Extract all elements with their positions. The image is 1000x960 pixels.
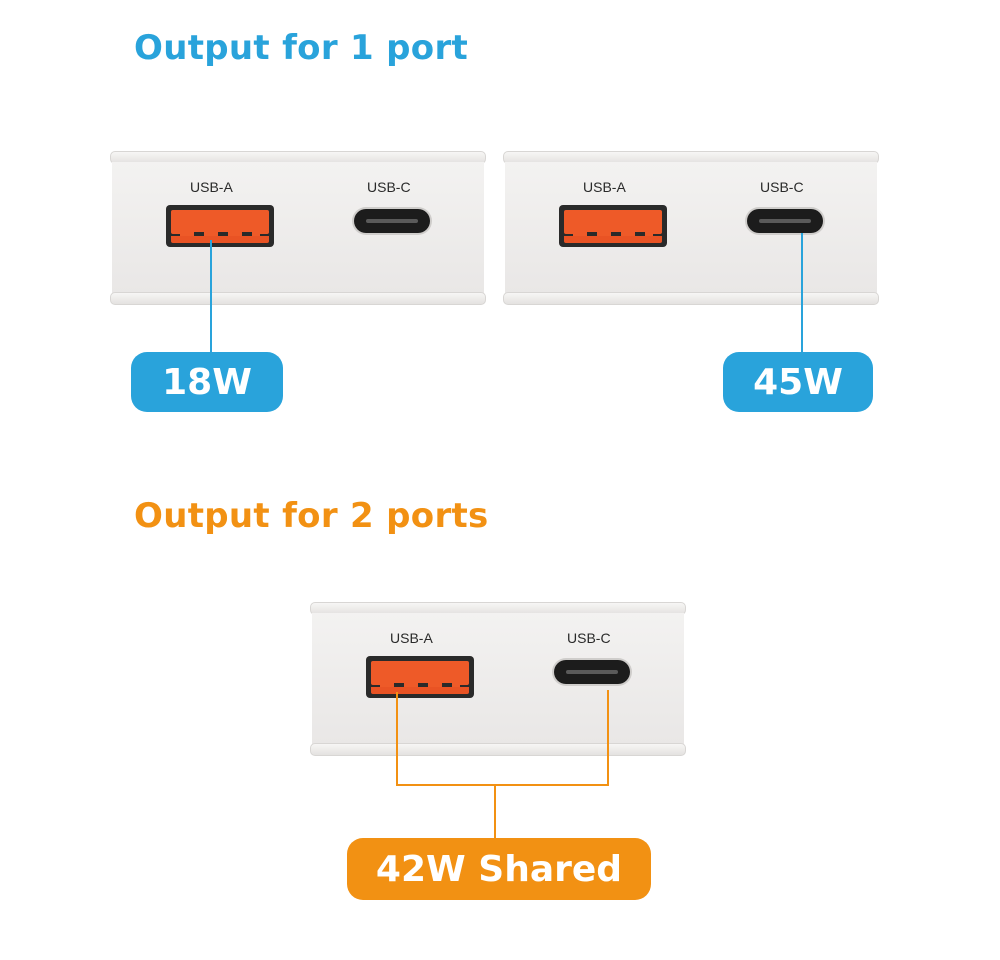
usb-c-port-icon — [554, 660, 630, 684]
connector-line-usb-c-drop — [607, 690, 609, 786]
charger-dual-port: USB-A USB-C — [310, 602, 686, 756]
usb-c-port-icon — [354, 209, 430, 233]
usb-a-label: USB-A — [390, 630, 433, 646]
usb-c-label: USB-C — [760, 179, 804, 195]
power-badge-42w-shared: 42W Shared — [347, 838, 651, 900]
usb-c-port-icon — [747, 209, 823, 233]
usb-a-pins — [180, 232, 260, 237]
usb-a-inner — [171, 236, 269, 243]
usb-a-tongue — [171, 210, 269, 234]
charger-single-usb-c: USB-A USB-C — [503, 151, 879, 305]
usb-a-tongue — [564, 210, 662, 234]
usb-a-port-icon — [166, 205, 274, 247]
connector-line-usb-a-drop — [396, 692, 398, 786]
power-badge-45w: 45W — [723, 352, 873, 412]
power-badge-18w: 18W — [131, 352, 283, 412]
usb-a-port-icon — [366, 656, 474, 698]
usb-a-pins — [573, 232, 653, 237]
device-bottom-edge — [310, 743, 686, 756]
usb-a-port-icon — [559, 205, 667, 247]
section-title-2-ports: Output for 2 ports — [134, 496, 489, 536]
connector-line-horizontal — [396, 784, 609, 786]
usb-a-tongue — [371, 661, 469, 685]
usb-a-inner — [371, 687, 469, 694]
usb-c-blade — [566, 670, 618, 674]
usb-a-label: USB-A — [190, 179, 233, 195]
usb-c-blade — [366, 219, 418, 223]
section-title-1-port: Output for 1 port — [134, 28, 469, 68]
device-bottom-edge — [503, 292, 879, 305]
usb-c-label: USB-C — [367, 179, 411, 195]
usb-a-label: USB-A — [583, 179, 626, 195]
usb-a-inner — [564, 236, 662, 243]
usb-a-pins — [380, 683, 460, 688]
connector-line-center-drop — [494, 786, 496, 839]
connector-line-usb-a-18w — [210, 240, 212, 353]
charger-single-usb-a: USB-A USB-C — [110, 151, 486, 305]
usb-c-blade — [759, 219, 811, 223]
connector-line-usb-c-45w — [801, 233, 803, 353]
device-bottom-edge — [110, 292, 486, 305]
usb-c-label: USB-C — [567, 630, 611, 646]
